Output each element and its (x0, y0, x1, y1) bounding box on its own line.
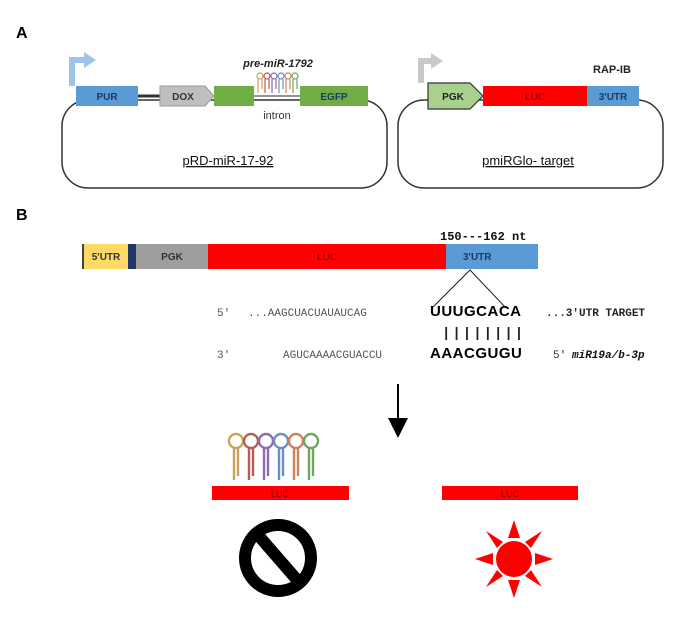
pre-mirna-label: pre-miR-1792 (242, 58, 313, 70)
pgk-block-b (136, 244, 208, 269)
hairpin-stem (232, 448, 240, 480)
target-site-zoom-lines (431, 269, 507, 309)
pgk-arrow-icon (418, 58, 433, 83)
hairpin-stem (257, 79, 263, 93)
luc-bar-right (442, 486, 578, 500)
egfp-left-exon (214, 86, 254, 106)
plasmid-2-name: pmiRGlo- target (482, 153, 574, 168)
luc-bar-right-label: LUC (501, 489, 520, 499)
rap-ib-label: RAP-IB (593, 64, 631, 76)
hairpin-stem (278, 79, 284, 93)
hairpin-stem (271, 79, 277, 93)
luc-bar-left-label: LUC (271, 489, 290, 499)
promoter-arrow-icon (69, 57, 86, 86)
navy-spacer (128, 244, 136, 269)
hairpin-loop (291, 72, 299, 80)
pgk-label: PGK (442, 92, 464, 103)
luc-label: LUC (525, 92, 545, 103)
utr3-block (587, 86, 639, 106)
plasmid-1-name: pRD-miR-17-92 (182, 153, 273, 168)
prohibited-icon (239, 519, 317, 597)
repressed-outcome: LUC (212, 432, 349, 597)
hairpin-stem (292, 79, 298, 93)
plasmid-1: PUR DOX EGFP pre-miR-1792 intron pRD-miR… (61, 52, 388, 189)
panel-a-label: A (16, 25, 28, 42)
plasmid-2: PGK LUC 3'UTR RAP-IB pmiRGlo- target (397, 53, 664, 189)
target-sequence: ...AAGCUACUAUAUCAG (248, 308, 367, 320)
hairpin-stem (247, 448, 255, 480)
active-outcome: LUC (442, 486, 578, 598)
pgk-block (427, 82, 484, 110)
hairpin-stem (277, 448, 285, 480)
mirna-sequence: AGUCAAAACGUACCU (283, 350, 382, 362)
luc-bar-left (212, 486, 349, 500)
hairpin-stem (307, 448, 315, 480)
target-suffix: ...3'UTR TARGET (546, 308, 645, 320)
egfp-block (300, 86, 368, 106)
pgk-arrow-head-icon (431, 53, 443, 69)
hairpin-stem (285, 79, 291, 93)
target-seed: UUUGCACA (430, 303, 522, 320)
egfp-label: EGFP (320, 92, 348, 103)
hairpin-loop (302, 432, 320, 450)
plasmid-2-backbone (397, 99, 664, 189)
utr5-label: 5'UTR (92, 252, 121, 263)
mirna-hairpins-small (256, 72, 299, 93)
hairpin-loop (287, 432, 305, 450)
hairpin-loop (263, 72, 271, 80)
hairpin-loop (227, 432, 245, 450)
sun-glow-icon (475, 520, 553, 598)
hairpin-stem (262, 448, 270, 480)
mirna-hairpins-large (227, 432, 320, 480)
luc-block (483, 86, 587, 106)
hairpin-loop (257, 432, 275, 450)
position-label: 150---162 nt (440, 230, 526, 244)
panel-b-label: B (16, 207, 28, 224)
mirna-sequence-line: 3' AGUCAAAACGUACCU AAACGUGU 5' miR19a/b-… (217, 345, 645, 362)
luc-label-b: LUC (317, 252, 337, 263)
luc-block-b (208, 244, 446, 269)
pur-label: PUR (96, 92, 118, 103)
hairpin-loop (242, 432, 260, 450)
dox-label: DOX (172, 92, 194, 103)
target-sequence-line: 5' ...AAGCUACUAUAUCAG UUUGCACA ...3'UTR … (217, 303, 645, 320)
pgk-label-b: PGK (161, 252, 183, 263)
pur-block (76, 86, 138, 106)
hairpin-loop (270, 72, 278, 80)
hairpin-loop (256, 72, 264, 80)
mirna-seed: AAACGUGU (430, 345, 522, 362)
base-pairing: |||||||| (442, 326, 525, 342)
plasmid-1-backbone (61, 99, 388, 189)
mirna-name: miR19a/b-3p (571, 350, 645, 362)
intron-label: intron (263, 110, 291, 122)
hairpin-loop (277, 72, 285, 80)
utr3-label-b: 3'UTR (463, 252, 492, 263)
promoter-arrow-head-icon (84, 52, 96, 68)
utr3-block-b (446, 244, 538, 269)
utr3-label: 3'UTR (599, 92, 628, 103)
mirna-5prime: 5' (553, 350, 566, 362)
reporter-construct: 5'UTR PGK LUC 3'UTR 150---162 nt (82, 230, 538, 269)
utr5-block (82, 244, 128, 269)
mirna-3prime: 3' (217, 350, 230, 362)
hairpin-loop (284, 72, 292, 80)
hairpin-stem (264, 79, 270, 93)
hairpin-stem (292, 448, 300, 480)
target-5prime: 5' (217, 308, 230, 320)
dox-block (159, 85, 215, 107)
hairpin-loop (272, 432, 290, 450)
